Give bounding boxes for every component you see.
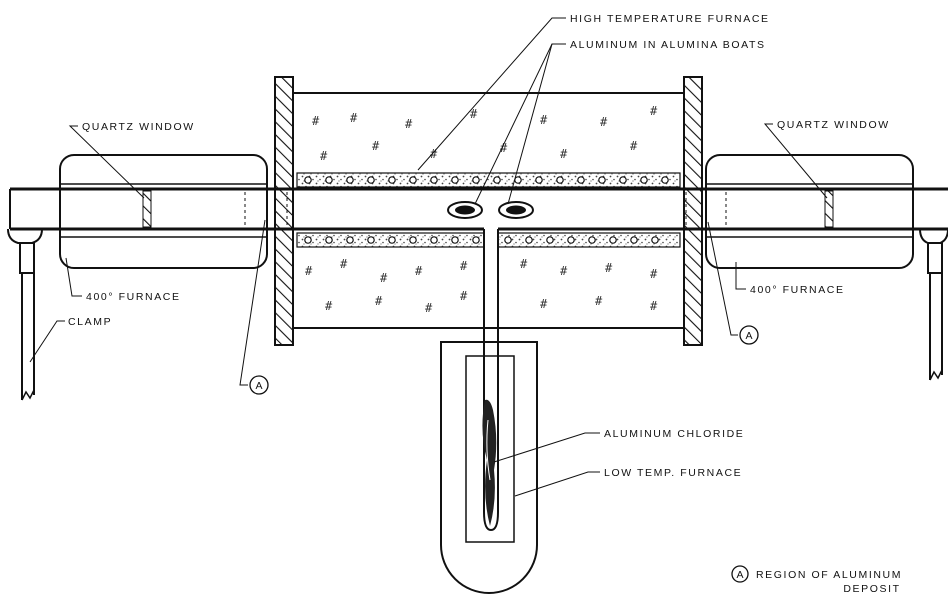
legend-marker-label: A [736, 569, 743, 581]
svg-text:#: # [500, 141, 508, 155]
svg-text:#: # [430, 147, 438, 161]
heater-coil [388, 236, 396, 244]
label-quartz-window-left: QUARTZ WINDOW [82, 121, 195, 133]
svg-text:#: # [350, 111, 358, 125]
furnace-end-plate-right [683, 76, 703, 346]
svg-text:#: # [340, 257, 348, 271]
heater-coil [346, 236, 354, 244]
heater-coil [472, 176, 480, 184]
side-tube [483, 229, 499, 532]
label-400-furnace-right: 400° FURNACE [750, 284, 845, 296]
label-quartz-window-right: QUARTZ WINDOW [777, 119, 890, 131]
heater-coils [304, 176, 669, 244]
region-marker-right-label: A [745, 330, 752, 342]
leader-lines [29, 17, 828, 497]
svg-text:#: # [560, 264, 568, 278]
heater-coil [367, 176, 375, 184]
alumina-boats [447, 201, 534, 219]
heater-coil [388, 176, 396, 184]
label-clamp: CLAMP [68, 316, 112, 328]
heater-coil [514, 176, 522, 184]
svg-text:#: # [600, 115, 608, 129]
svg-text:#: # [650, 299, 658, 313]
heater-coil [325, 176, 333, 184]
heater-coil [304, 236, 312, 244]
label-aluminum-boats: ALUMINUM IN ALUMINA BOATS [570, 39, 766, 51]
insulation-texture: # # # # # # # # # # # # # # # # # # # # # # # # # # # # # [305, 104, 658, 315]
clamp-left [7, 228, 43, 401]
label-aluminum-chloride: ALUMINUM CHLORIDE [604, 428, 744, 440]
high-temperature-furnace: # # # # # # # # # # # # # # # # # # # # # # # # # # # # # [274, 76, 703, 346]
svg-text:#: # [380, 271, 388, 285]
svg-text:#: # [520, 257, 528, 271]
label-400-furnace-left: 400° FURNACE [86, 291, 181, 303]
svg-text:#: # [415, 264, 423, 278]
quartz-window-right-pane [824, 190, 834, 228]
svg-text:#: # [595, 294, 603, 308]
region-marker-left-label: A [255, 380, 262, 392]
heater-coil [598, 176, 606, 184]
heater-coil [661, 176, 669, 184]
legend: A REGION OF ALUMINUM DEPOSIT [731, 565, 902, 595]
heater-coil [409, 176, 417, 184]
quartz-window-left-pane [142, 190, 152, 228]
furnace-end-plate-left [274, 76, 294, 346]
label-high-temperature-furnace: HIGH TEMPERATURE FURNACE [570, 13, 770, 25]
heater-coil [304, 176, 312, 184]
heater-coil [346, 176, 354, 184]
svg-text:#: # [375, 294, 383, 308]
svg-text:#: # [460, 289, 468, 303]
heater-coil [409, 236, 417, 244]
heater-coil [430, 236, 438, 244]
heater-coil [546, 236, 554, 244]
heater-coil [630, 236, 638, 244]
region-marker-right: A [739, 325, 759, 345]
heater-coil [577, 176, 585, 184]
svg-text:#: # [540, 113, 548, 127]
low-temperature-furnace [440, 341, 538, 594]
svg-text:#: # [460, 259, 468, 273]
svg-text:#: # [405, 117, 413, 131]
heater-coil [535, 176, 543, 184]
svg-text:#: # [540, 297, 548, 311]
heater-coil [493, 176, 501, 184]
svg-text:#: # [305, 264, 313, 278]
heater-coil [640, 176, 648, 184]
svg-text:#: # [650, 267, 658, 281]
heater-coil [451, 176, 459, 184]
svg-text:#: # [325, 299, 333, 313]
svg-text:#: # [425, 301, 433, 315]
quartz-tube [9, 187, 948, 231]
heater-coil [472, 236, 480, 244]
svg-text:#: # [470, 107, 478, 121]
heater-coil [525, 236, 533, 244]
region-marker-left: A [249, 375, 269, 395]
legend-line1: REGION OF ALUMINUM [756, 569, 902, 581]
svg-text:#: # [312, 114, 320, 128]
heater-coil [556, 176, 564, 184]
svg-text:#: # [560, 147, 568, 161]
heater-coil [609, 236, 617, 244]
heater-coil [367, 236, 375, 244]
heater-coil [588, 236, 596, 244]
aluminum-chloride-deposit [482, 399, 497, 526]
heater-coil [451, 236, 459, 244]
svg-text:#: # [372, 139, 380, 153]
svg-text:#: # [630, 139, 638, 153]
heater-coil [325, 236, 333, 244]
clamp-right [919, 228, 948, 381]
label-low-temp-furnace: LOW TEMP. FURNACE [604, 467, 742, 479]
svg-text:#: # [320, 149, 328, 163]
svg-text:#: # [650, 104, 658, 118]
legend-line2: DEPOSIT [843, 583, 900, 595]
heater-coil [619, 176, 627, 184]
heater-coil [651, 236, 659, 244]
heater-coil [430, 176, 438, 184]
right-400-furnace [705, 154, 914, 269]
heater-coil [504, 236, 512, 244]
heater-coil [567, 236, 575, 244]
svg-text:#: # [605, 261, 613, 275]
left-400-furnace [59, 154, 268, 269]
